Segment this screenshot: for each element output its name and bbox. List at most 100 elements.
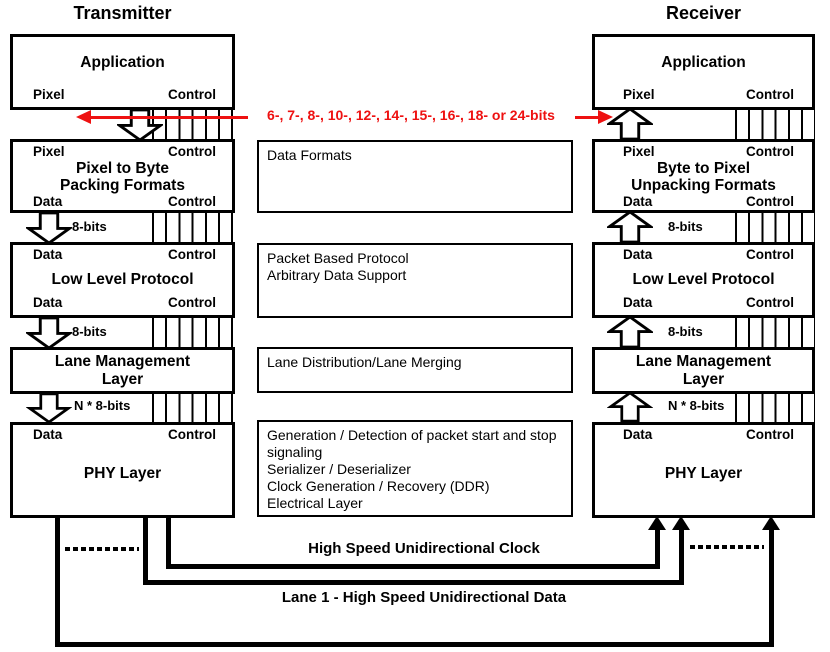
- clock-line-horizontal: [166, 564, 660, 569]
- rx-application-title: Application: [661, 53, 746, 71]
- tx-data-down-arrow-3-icon: [26, 392, 72, 423]
- tx-control-bus-4: [152, 393, 233, 423]
- tx-packing-control-in-port: Control: [168, 144, 216, 159]
- tx-control-bus-3: [152, 317, 233, 348]
- transmitter-title: Transmitter: [73, 3, 172, 23]
- rx-lane-management-box: Lane Management Layer: [592, 347, 815, 394]
- note-data-formats-line: Data Formats: [267, 147, 352, 163]
- rx-control-bus-1: [735, 109, 815, 140]
- tx-phy-title: PHY Layer: [83, 465, 162, 483]
- red-line-right: [575, 116, 599, 119]
- tx-packing-box: Pixel Control Pixel to Byte Packing Form…: [10, 139, 235, 213]
- tx-llp-data-in-port: Data: [33, 247, 63, 262]
- tx-llp-control-in-port: Control: [168, 247, 216, 262]
- lane-n-data-line-tx-vertical: [55, 516, 60, 647]
- rx-phy-box: Data Control PHY Layer: [592, 422, 815, 518]
- lane1-data-line-rx-vertical: [679, 528, 684, 585]
- note-packet-protocol-line2: Arbitrary Data Support: [267, 267, 407, 284]
- tx-control-bus-1: [152, 109, 233, 140]
- rx-application-control-port: Control: [746, 87, 794, 103]
- lane1-line-label: Lane 1 - High Speed Unidirectional Data: [281, 589, 567, 606]
- lane-n-data-line-rx-vertical: [769, 528, 774, 647]
- note-lane-distribution: Lane Distribution/Lane Merging: [257, 347, 573, 393]
- tx-lane-management-title: Lane Management Layer: [54, 353, 191, 388]
- rx-unpacking-box: Pixel Control Byte to Pixel Unpacking Fo…: [592, 139, 815, 213]
- lane1-data-line-horizontal: [143, 580, 684, 585]
- rx-phy-title: PHY Layer: [664, 465, 743, 483]
- rx-llp-control-out-port: Control: [746, 247, 794, 262]
- tx-packing-control-out-port: Control: [168, 193, 216, 209]
- rx-8bits-label-1: 8-bits: [668, 219, 703, 234]
- rx-lane-management-title: Lane Management Layer: [635, 353, 772, 388]
- lane-n-arrowhead-icon: [762, 516, 780, 530]
- note-phy-line2: Serializer / Deserializer: [267, 461, 411, 478]
- rx-llp-box: Data Control Low Level Protocol Data Con…: [592, 242, 815, 318]
- clock-line-tx-vertical: [166, 516, 171, 569]
- clock-line-label: High Speed Unidirectional Clock: [308, 540, 540, 557]
- rx-unpacking-data-port: Data: [623, 193, 653, 209]
- rx-pixel-up-arrow-icon: [607, 108, 653, 141]
- rx-llp-data-in-port: Data: [623, 295, 653, 311]
- rx-phy-data-port: Data: [623, 427, 653, 442]
- note-phy-line3: Clock Generation / Recovery (DDR): [267, 478, 490, 495]
- rx-unpacking-control-in-port: Control: [746, 193, 794, 209]
- tx-llp-box: Data Control Low Level Protocol Data Con…: [10, 242, 235, 318]
- receiver-title: Receiver: [665, 3, 742, 23]
- lane1-arrowhead-icon: [672, 516, 690, 530]
- note-phy-line4: Electrical Layer: [267, 495, 363, 512]
- tx-data-down-arrow-1-icon: [26, 211, 72, 244]
- rx-phy-control-port: Control: [746, 427, 794, 442]
- note-packet-protocol: Packet Based Protocol Arbitrary Data Sup…: [257, 243, 573, 318]
- more-lanes-ellipsis-left: [65, 547, 139, 551]
- tx-phy-data-port: Data: [33, 427, 63, 442]
- tx-packing-pixel-port: Pixel: [33, 144, 65, 159]
- rx-data-up-arrow-3-icon: [607, 392, 653, 423]
- tx-llp-title: Low Level Protocol: [51, 270, 194, 288]
- tx-8bits-label-1: 8-bits: [72, 219, 107, 234]
- tx-application-title: Application: [80, 53, 165, 71]
- red-arrowhead-right-icon: [598, 110, 613, 124]
- tx-application-pixel-port: Pixel: [33, 87, 65, 103]
- rx-n8bits-label: N * 8-bits: [668, 398, 725, 413]
- rx-unpacking-control-out-port: Control: [746, 144, 794, 159]
- clock-line-rx-vertical: [655, 528, 660, 569]
- tx-llp-data-out-port: Data: [33, 295, 63, 311]
- note-lane-distribution-line: Lane Distribution/Lane Merging: [267, 354, 462, 370]
- note-data-formats: Data Formats: [257, 140, 573, 213]
- tx-pixel-down-arrow-icon: [117, 108, 163, 141]
- rx-llp-title: Low Level Protocol: [632, 270, 775, 288]
- tx-phy-box: Data Control PHY Layer: [10, 422, 235, 518]
- tx-data-down-arrow-2-icon: [26, 316, 72, 349]
- tx-packing-data-port: Data: [33, 193, 63, 209]
- note-phy-line1: Generation / Detection of packet start a…: [267, 427, 557, 461]
- rx-control-bus-2: [735, 212, 815, 243]
- tx-8bits-label-2: 8-bits: [72, 324, 107, 339]
- red-line-left: [89, 116, 248, 119]
- red-arrowhead-left-icon: [76, 110, 91, 124]
- rx-control-bus-3: [735, 317, 815, 348]
- tx-lane-management-box: Lane Management Layer: [10, 347, 235, 394]
- lane-n-data-line-horizontal: [55, 642, 774, 647]
- rx-data-up-arrow-2-icon: [607, 316, 653, 349]
- tx-packing-title: Pixel to Byte Packing Formats: [60, 159, 185, 195]
- tx-n8bits-label: N * 8-bits: [74, 398, 131, 413]
- pixel-bit-widths-label: 6-, 7-, 8-, 10-, 12-, 14-, 15-, 16-, 18-…: [267, 107, 555, 123]
- rx-llp-control-in-port: Control: [746, 295, 794, 311]
- more-lanes-ellipsis-right: [690, 545, 764, 549]
- tx-phy-control-port: Control: [168, 427, 216, 442]
- rx-llp-data-out-port: Data: [623, 247, 653, 262]
- lane1-data-line-tx-vertical: [143, 516, 148, 585]
- tx-control-bus-2: [152, 212, 233, 243]
- tx-application-control-port: Control: [168, 87, 216, 103]
- rx-application-pixel-port: Pixel: [623, 87, 655, 103]
- clock-arrowhead-icon: [648, 516, 666, 530]
- rx-data-up-arrow-1-icon: [607, 211, 653, 244]
- tx-llp-control-out-port: Control: [168, 295, 216, 311]
- rx-application-box: Application Pixel Control: [592, 34, 815, 110]
- note-packet-protocol-line1: Packet Based Protocol: [267, 250, 409, 266]
- rx-unpacking-pixel-port: Pixel: [623, 144, 655, 159]
- rx-unpacking-title: Byte to Pixel Unpacking Formats: [631, 159, 776, 195]
- rx-8bits-label-2: 8-bits: [668, 324, 703, 339]
- tx-application-box: Application Pixel Control: [10, 34, 235, 110]
